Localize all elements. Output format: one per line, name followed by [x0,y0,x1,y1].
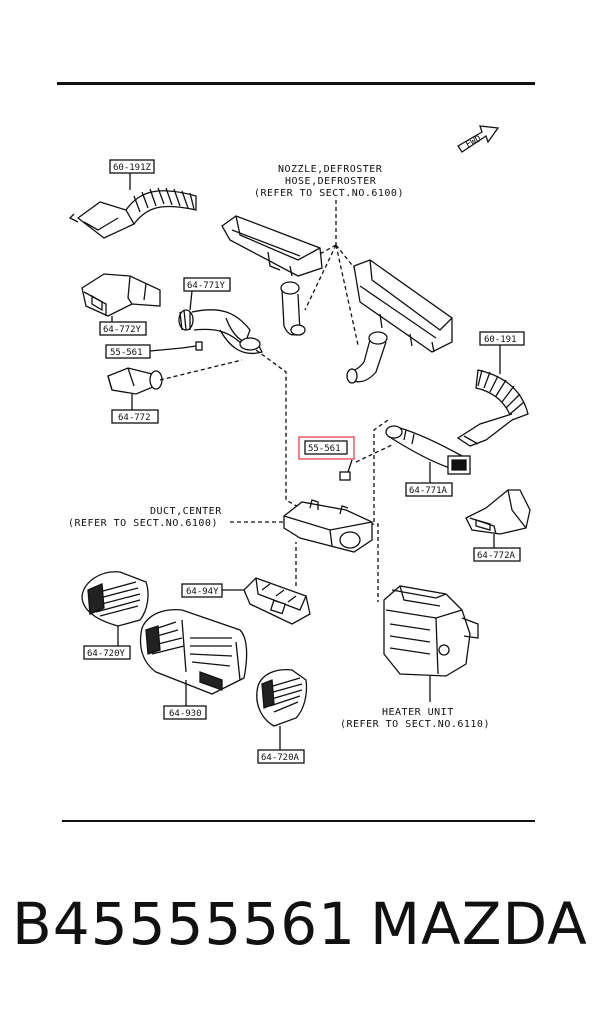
vent-64-720a [256,668,308,750]
label-64-772: 64-772 [111,394,159,424]
svg-text:HOSE,DEFROSTER: HOSE,DEFROSTER [285,176,377,187]
vent-64-720y [81,571,149,634]
svg-text:64-720Y: 64-720Y [87,649,126,659]
fwd-arrow-icon: FWD [457,125,500,153]
label-64-772a: 64-772A [473,534,521,562]
bracket-64-94y [243,577,311,625]
parts-diagram: FWD NOZZLE,DEFROSTER HOSE,DEFROSTER (REF… [68,125,531,764]
svg-text:64-720A: 64-720A [261,753,300,763]
screw-left [181,341,203,351]
svg-text:64-772: 64-772 [118,413,151,423]
label-55-561-highlighted: 55-561 [298,436,355,460]
svg-text:60-191Z: 60-191Z [113,163,152,173]
note-heater-unit: HEATER UNIT (REFER TO SECT.NO.6110) [340,707,490,730]
svg-text:(REFER TO SECT.NO.6100): (REFER TO SECT.NO.6100) [68,518,218,529]
screw-55-561 [339,443,395,481]
heater-unit [383,585,479,702]
defroster-nozzle-right [353,259,453,353]
label-64-771y: 64-771Y [183,277,231,311]
label-64-930: 64-930 [163,705,207,720]
svg-text:DUCT,CENTER: DUCT,CENTER [150,506,222,517]
brand-name: MAZDA [370,890,588,958]
label-64-771a: 64-771A [405,462,453,497]
label-60-191: 60-191 [479,331,525,374]
svg-text:64-930: 64-930 [169,709,202,719]
label-64-772y: 64-772Y [99,316,147,336]
defroster-hose-left [280,281,306,336]
hose-60-191 [456,369,529,447]
defroster-hose-right [346,331,388,384]
bottom-rule [62,820,535,822]
svg-text:(REFER TO SECT.NO.6100): (REFER TO SECT.NO.6100) [254,188,404,199]
svg-text:HEATER UNIT: HEATER UNIT [382,707,454,718]
label-64-720a: 64-720A [257,749,305,764]
duct-64-771y [178,309,263,355]
svg-text:64-771A: 64-771A [409,486,448,496]
svg-text:64-772A: 64-772A [477,551,516,561]
duct-64-772 [107,367,163,395]
svg-text:64-772Y: 64-772Y [103,325,142,335]
svg-text:64-771Y: 64-771Y [187,281,226,291]
note-nozzle-defroster: NOZZLE,DEFROSTER HOSE,DEFROSTER (REFER T… [254,164,404,199]
svg-text:(REFER TO SECT.NO.6110): (REFER TO SECT.NO.6110) [340,719,490,730]
part-number: B45555561 [12,890,357,958]
duct-64-771a [385,425,471,475]
svg-text:60-191: 60-191 [484,335,517,345]
duct-64-772-leader [159,359,243,381]
duct-center [283,499,373,553]
top-rule [57,82,535,85]
defroster-nozzle-left [221,215,323,277]
duct-64-772y [81,273,161,317]
label-64-94y: 64-94Y [181,583,244,598]
vent-64-930 [139,608,248,706]
label-64-720y: 64-720Y [83,634,131,660]
duct-64-772a [465,489,531,535]
label-60-191z: 60-191Z [109,159,155,190]
svg-text:55-561: 55-561 [308,444,341,454]
note-duct-center: DUCT,CENTER (REFER TO SECT.NO.6100) [68,506,222,529]
hose-60-191z [68,187,197,239]
svg-text:NOZZLE,DEFROSTER: NOZZLE,DEFROSTER [278,164,383,175]
svg-text:64-94Y: 64-94Y [186,587,219,597]
svg-text:55-561: 55-561 [110,348,143,358]
label-55-561-left: 55-561 [105,344,183,359]
center-leaders [230,349,389,602]
